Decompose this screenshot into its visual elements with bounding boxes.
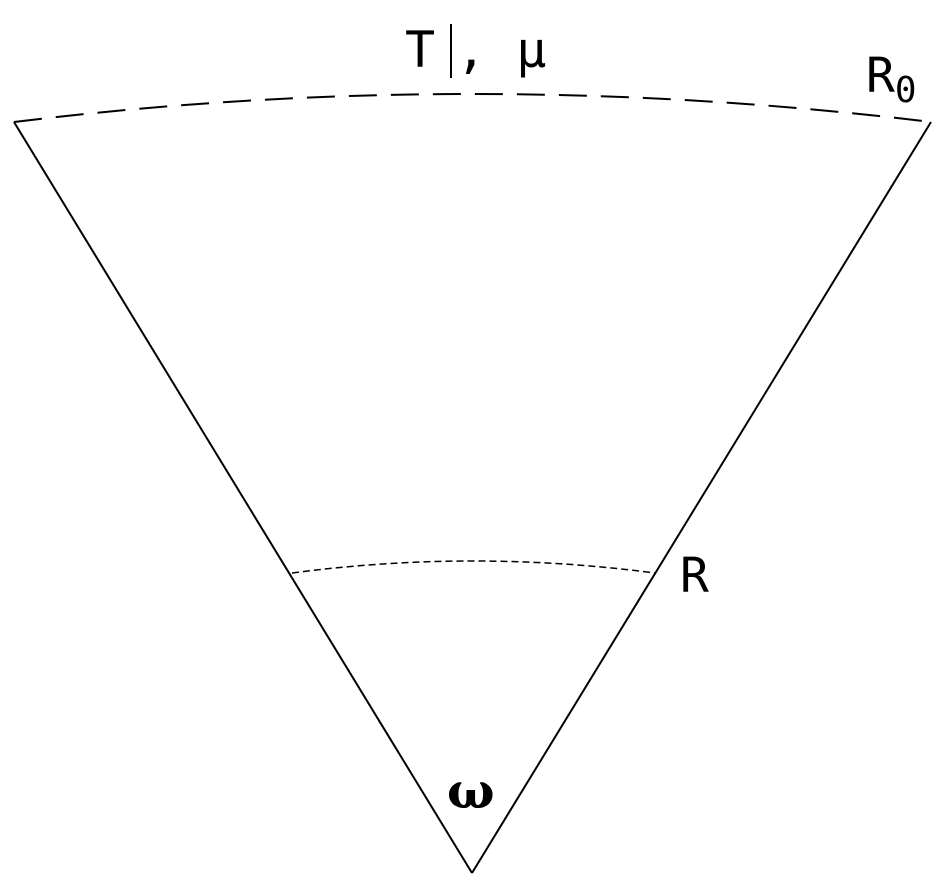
cone-left-edge	[13, 121, 473, 874]
outer-radius-subscript: 0	[895, 70, 917, 111]
outer-radius-label: R0	[866, 48, 917, 111]
apex-angle-label: ω	[447, 761, 495, 820]
inner-radius-label: R	[680, 548, 709, 604]
outer-radius-letter: R	[866, 48, 895, 104]
top-label-T: T	[405, 21, 435, 79]
outer-boundary-arc	[13, 93, 932, 123]
top-label-mu: , μ	[456, 21, 546, 79]
inner-radius-arc	[291, 560, 656, 574]
cone-right-edge	[471, 121, 932, 874]
